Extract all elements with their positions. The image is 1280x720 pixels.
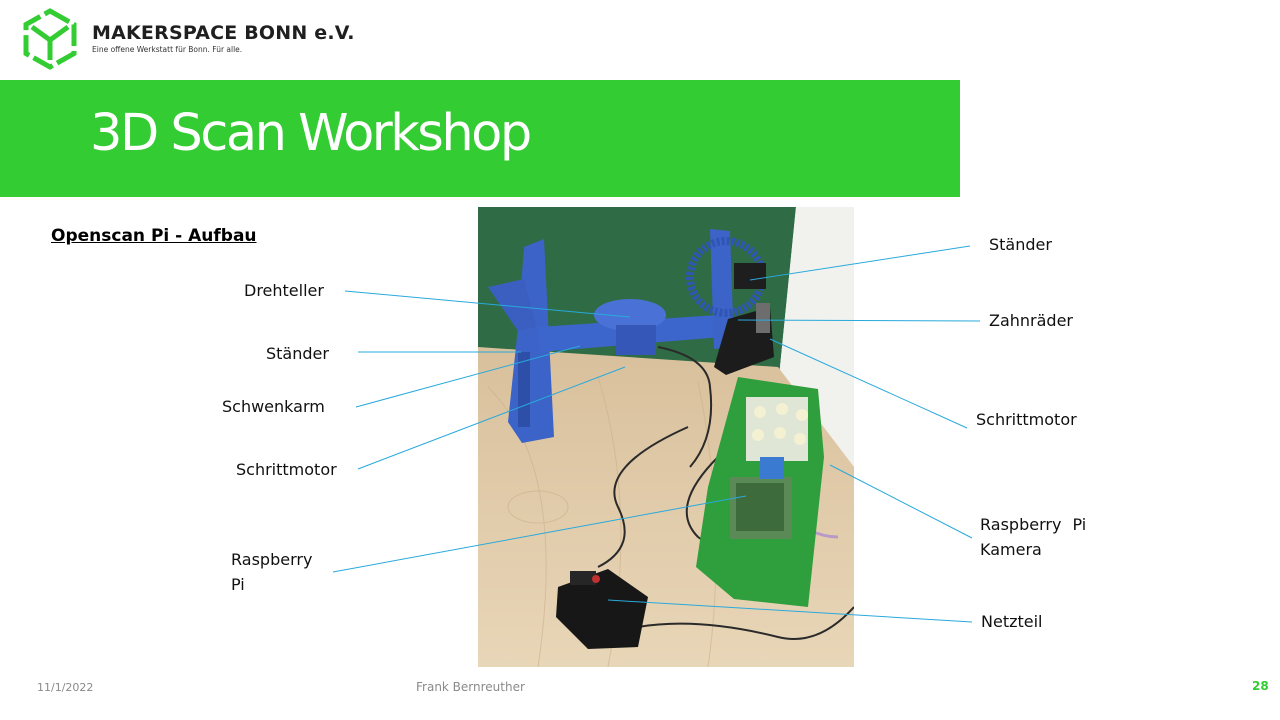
label-raspberry: Raspberry xyxy=(231,550,313,569)
label-kamera: Kamera xyxy=(980,540,1042,559)
label-staender-right: Ständer xyxy=(989,235,1052,254)
label-staender-left: Ständer xyxy=(266,344,329,363)
openscan-photo xyxy=(478,207,854,667)
slide-title: 3D Scan Workshop xyxy=(90,104,532,163)
slide-subtitle: Openscan Pi - Aufbau xyxy=(51,226,257,246)
label-schrittmotor-left: Schrittmotor xyxy=(236,460,337,479)
title-bar xyxy=(0,80,960,197)
label-schwenkarm: Schwenkarm xyxy=(222,397,325,416)
org-tagline: Eine offene Werkstatt für Bonn. Für alle… xyxy=(92,45,243,54)
label-raspberry-pi-right: Raspberry Pi xyxy=(980,515,1087,534)
label-netzteil: Netzteil xyxy=(981,612,1043,631)
org-name: MAKERSPACE BONN e.V. xyxy=(92,22,355,44)
footer-page-number: 28 xyxy=(1252,679,1269,693)
makerspace-hexagon-logo-icon xyxy=(23,8,77,70)
footer-date: 11/1/2022 xyxy=(37,681,94,694)
label-zahnraeder: Zahnräder xyxy=(989,311,1074,330)
label-pi: Pi xyxy=(231,575,245,594)
footer-author: Frank Bernreuther xyxy=(416,680,525,694)
label-schrittmotor-right: Schrittmotor xyxy=(976,410,1077,429)
label-drehteller: Drehteller xyxy=(244,281,324,300)
